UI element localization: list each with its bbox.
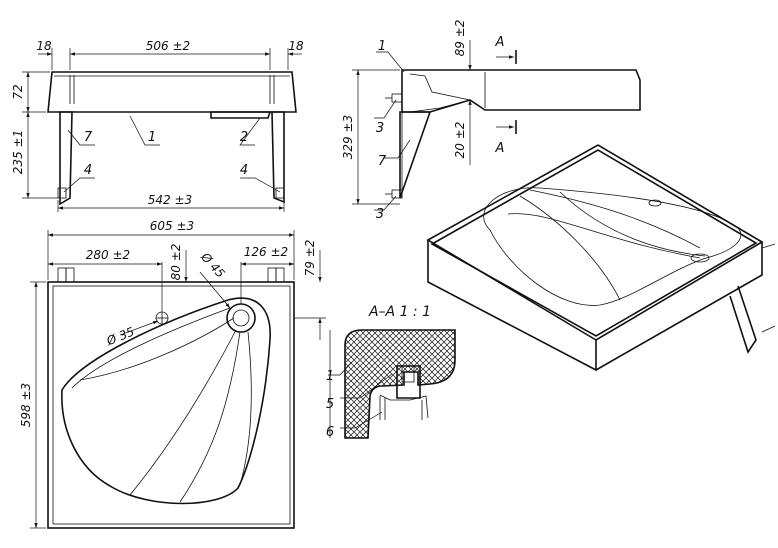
front-view	[22, 48, 302, 212]
section-a-a	[328, 329, 456, 439]
section-a-a-texts: A–A 1 : 1 1 5 6	[326, 304, 431, 440]
label-front-part-4-left: 4	[84, 163, 92, 178]
side-view	[352, 40, 641, 211]
label-front-part-1: 1	[148, 130, 156, 145]
label-side-part-7: 7	[378, 154, 387, 169]
dim-hole-y: 80 ±2	[169, 244, 183, 281]
dim-front-thickness: 72	[11, 84, 25, 99]
label-section-part-5: 5	[326, 397, 334, 412]
dim-front-bracket-span: 542 ±3	[148, 193, 192, 207]
dim-plan-depth: 598 ±3	[19, 383, 33, 427]
label-side-part-3-bottom: 3	[376, 207, 384, 222]
label-section-part-1: 1	[326, 369, 334, 384]
dim-plan-width: 605 ±3	[150, 219, 194, 233]
dim-side-top: 89 ±2	[453, 20, 467, 57]
label-front-part-2: 2	[240, 130, 248, 145]
dim-drain-x: 126 ±2	[244, 245, 288, 259]
dim-side-bottom: 20 ±2	[453, 122, 467, 159]
dim-front-left-flange: 18	[36, 39, 52, 53]
label-section-a-bottom: A	[495, 141, 505, 156]
isometric-view	[426, 144, 776, 372]
dim-drain-dia: Ø 45	[198, 249, 228, 280]
dim-side-height: 329 ±3	[341, 115, 355, 159]
side-view-texts: 329 ±3 89 ±2 20 ±2 A A 1 3 7 3	[341, 20, 504, 222]
section-title: A–A 1 : 1	[368, 304, 431, 320]
label-front-part-4-right: 4	[240, 163, 248, 178]
label-section-a-top: A	[495, 35, 505, 50]
plan-view	[30, 230, 326, 529]
front-view-texts: 18 506 ±2 18 72 235 ±1 542 ±3 1 2 7 4 4	[11, 39, 304, 207]
label-side-part-3-top: 3	[376, 121, 384, 136]
dim-front-right-flange: 18	[288, 39, 304, 53]
label-front-part-7: 7	[84, 130, 93, 145]
dim-drain-y: 79 ±2	[303, 240, 317, 277]
dim-front-width: 506 ±2	[146, 39, 190, 53]
dim-front-bracket-height: 235 ±1	[11, 130, 25, 174]
label-section-part-6: 6	[326, 425, 334, 440]
dim-hole-x: 280 ±2	[86, 248, 130, 262]
label-side-part-1: 1	[378, 39, 386, 54]
